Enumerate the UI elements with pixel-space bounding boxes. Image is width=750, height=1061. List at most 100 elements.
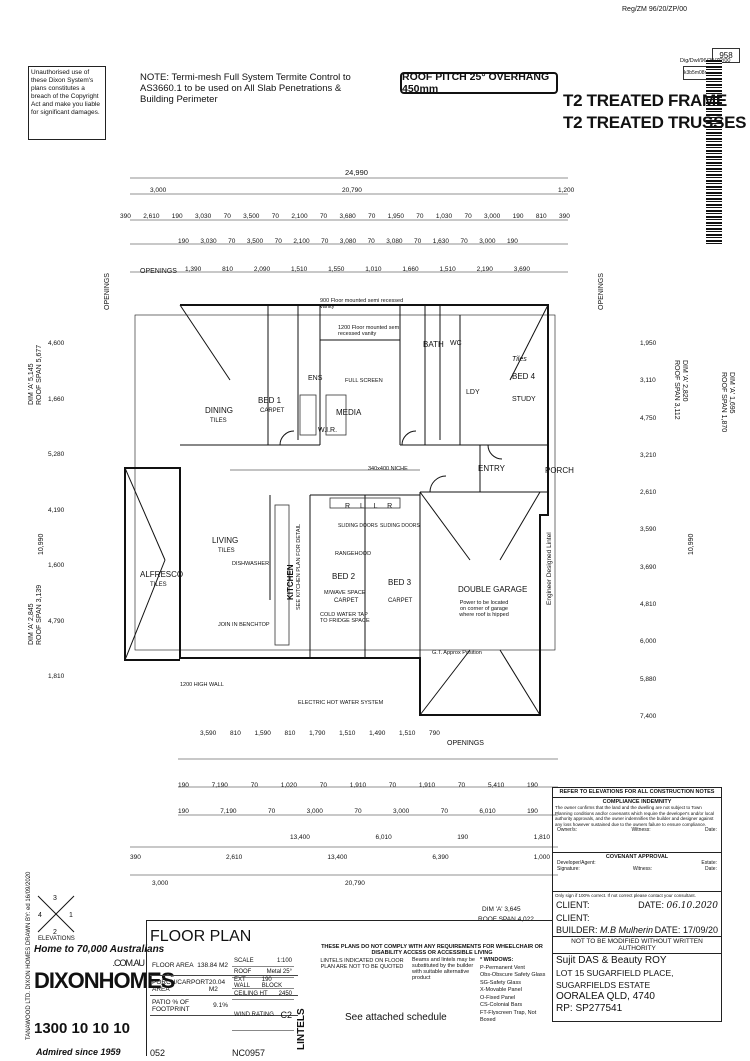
bottom-dimension-lines [130,758,558,876]
lintels-heading: LINTELS [296,1008,307,1050]
dim: 1,600 [48,562,65,569]
dim: 70 [274,238,282,245]
vanity-note-2: 900 Floor mounted semi recessed vanity [320,298,404,310]
bottom-dim-row-4: 390 2,610 13,400 6,390 1,000 [130,854,550,861]
dim: 3,030 [194,213,212,220]
client-line-1: CLIENT: DATE: 06.10.2020 [553,899,721,912]
porch-value: 20.04 M2 [208,978,226,993]
wind-value: C2 [280,1010,292,1020]
covenant-section: COVENANT APPROVAL Developer/Agent: Estat… [553,853,721,892]
scale-value: 1:100 [276,958,292,964]
top-dim-3000: 3,000 [150,187,167,194]
window-code: CS-Colonial Bars [480,1002,523,1008]
window-code: Obs-Obscure Safety Glass [480,972,546,978]
dim: 3,030 [200,238,217,245]
dim: 3,080 [386,238,403,245]
opening-dim: 1,510 [399,730,416,737]
mwave-label: M/WAVE SPACE [324,590,366,596]
room-bed1-name: BED 1 [258,396,282,405]
phone-number: 1300 10 10 10 [34,1020,130,1037]
dim: 190 [457,834,469,841]
brand-domain: .COM.AU [112,958,145,968]
opening-dim: 790 [429,730,440,737]
dim: 7,400 [640,712,657,720]
top-dim-20790: 20,790 [342,187,362,194]
spec-row: SCALE 1:100 [232,956,294,967]
client-label-2: CLIENT: [556,913,590,923]
svg-text:2: 2 [53,929,57,936]
compliance-section: COMPLIANCE INDEMNITY The owner confirms … [553,798,721,853]
room-porch: PORCH [545,466,574,475]
right-dims: 1,950 3,110 4,750 3,210 2,610 3,590 3,69… [640,340,656,720]
room-dining-floor: TILES [210,418,227,424]
dim: 70 [460,238,468,245]
windows-legend: * WINDOWS: P-Permanent Vent Obs-Obscure … [480,957,552,1025]
top-reference: Reg/ZM 96/20/ZP/00 [622,6,687,13]
ext-wall-value: 190 BLOCK [261,977,283,989]
room-bed3: BED 3 [388,578,412,587]
drawn-by-note: TANAWOOD LTD. DIXON HOMES DRAWN BY: ed 1… [26,871,32,1040]
opening-dim: 1,490 [369,730,386,737]
floor-area-label: FLOOR AREA [152,962,194,969]
sign-only-note: Only sign if 100% correct. If not correc… [555,893,696,898]
owners-label: Owner/s: [557,827,578,833]
room-living: LIVING [212,536,239,545]
dim: 3,110 [640,377,656,385]
full-screen-label: FULL SCREEN [345,378,383,384]
bottom-dim-row-3: 13,400 6,010 190 1,810 [290,834,550,841]
dim: 1,030 [435,213,453,220]
dim: 70 [416,213,424,220]
garage-note: Power to be located on corner of garage … [459,600,509,618]
dim: 1,020 [280,782,297,789]
window-code: O-Fixed Panel [480,994,516,1001]
window-code: FT-Flyscreen Trap, Not Boxed [480,1009,537,1024]
ceiling-value: 2450 [278,991,292,997]
top-code: 958 [712,48,740,63]
address-line-1: LOT 15 SUGARFIELD PLACE, SUGARFIELDS EST… [556,968,674,990]
copyright-notice: Unauthorised use of these Dixon System's… [28,66,106,140]
wind-label: WIND RATING [234,1012,274,1018]
estate-label: Estate: [701,860,717,866]
date-label-4: DATE: [654,925,681,935]
side-reference: Dig/Dwl/96/20/ZP/00 [680,58,730,64]
windows-head: * WINDOWS: [480,957,514,963]
dim: 2,100 [291,213,308,220]
dim: 5,280 [48,451,65,458]
dim: 70 [368,213,376,220]
dim: 3,000 [484,213,501,220]
engineer-lintel-label: Engineer Designed Lintel [546,532,553,605]
niche-label: 340x400 NICHE [368,466,408,472]
opening-dim: 1,550 [328,266,345,273]
room-bed2-floor: CARPET [334,598,359,604]
dim: 7,190 [220,808,237,815]
dim: 190 [527,808,538,815]
top-dim-row-3: 190 3,030 70 3,500 70 2,100 70 3,080 70 … [178,238,518,245]
opening-dim: 2,190 [476,266,493,273]
dim: 70 [228,238,236,245]
opening-dim: 1,590 [254,730,271,737]
dim: 6,010 [375,834,392,841]
dim: 4,790 [48,617,65,625]
scale-label: SCALE [234,958,254,964]
client-details: Sujit DAS & Beauty ROY LOT 15 SUGARFIELD… [553,954,721,1016]
compliance-head: COMPLIANCE INDEMNITY [602,799,672,805]
dim: 3,210 [640,451,657,459]
dim: 4,190 [48,506,65,514]
witness-label: Witness: [631,827,651,833]
footprint-value: 9.1% [213,1002,228,1009]
dim: 3,000 [306,808,323,815]
room-bed4: BED 4 [512,372,536,381]
witness-label-2: Witness: [632,866,652,872]
divider [146,920,552,921]
dim: 7,190 [211,782,228,789]
vanity-note-1: 1200 Floor mounted semi recessed vanity [338,325,401,337]
room-kitchen: KITCHEN [286,564,295,600]
dim: 70 [367,238,375,245]
opening-dim: 1,510 [439,266,456,273]
opening-dim: 2,090 [253,266,271,273]
openings-label-top: OPENINGS [140,268,177,275]
